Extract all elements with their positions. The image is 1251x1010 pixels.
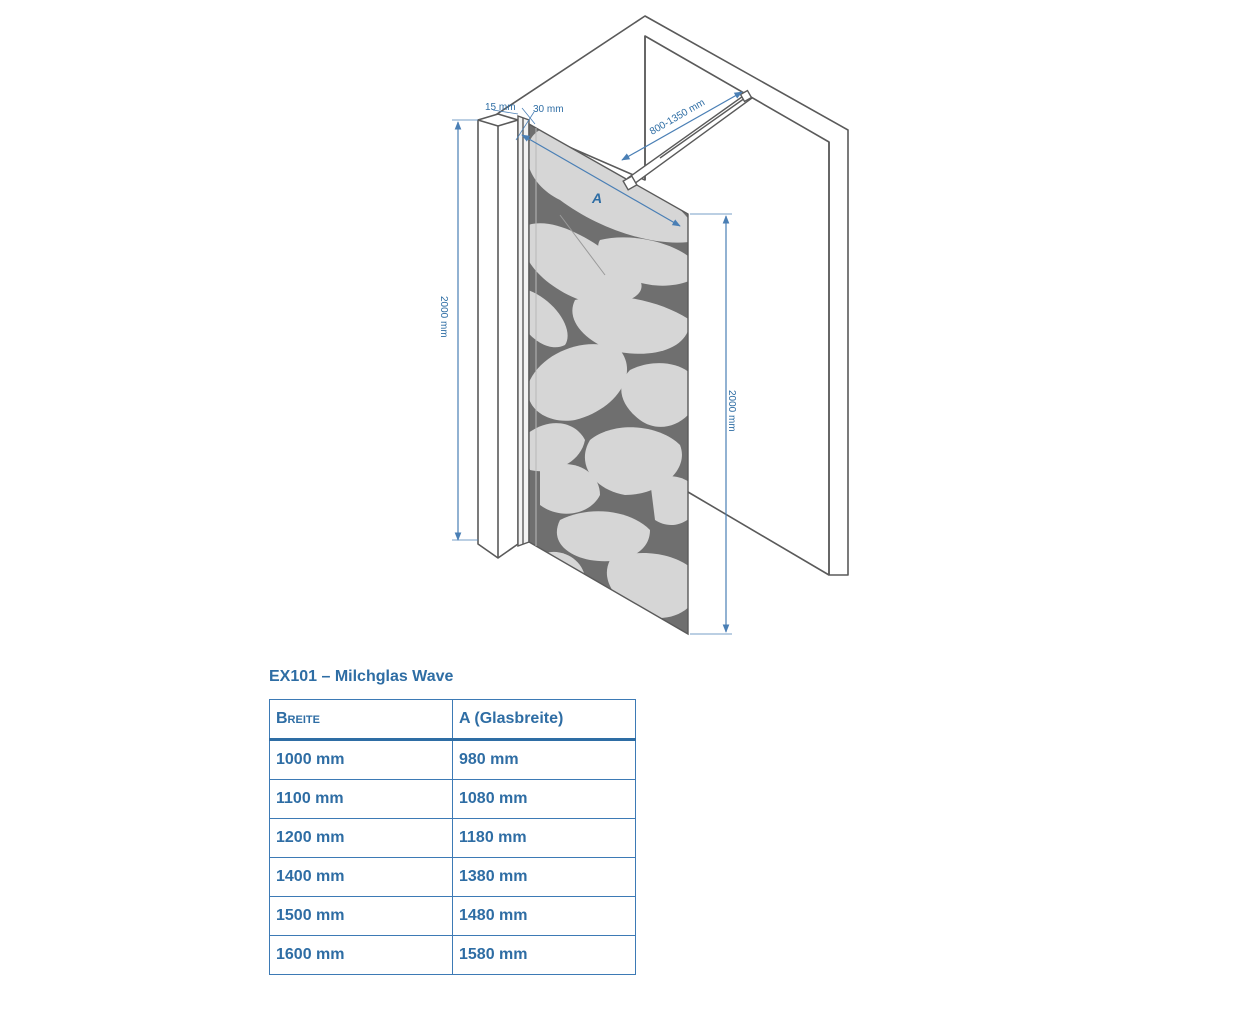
column-header-glass-width: A (Glasbreite) (452, 699, 636, 741)
glass-width-marker: A (591, 190, 602, 206)
dimension-lines (452, 91, 743, 635)
table-title: EX101 – Milchglas Wave (269, 668, 454, 685)
glass-width-cell: 1580 mm (452, 935, 636, 975)
glass-panel (528, 122, 689, 636)
size-table: Breite A (Glasbreite) 1000 mm 980 mm 110… (269, 699, 636, 975)
width-cell: 1100 mm (269, 779, 453, 819)
width-cell: 1600 mm (269, 935, 453, 975)
table-row: 1100 mm 1080 mm (269, 779, 636, 819)
width-cell: 1400 mm (269, 857, 453, 897)
right-height-label: 2000 mm (726, 390, 737, 432)
table-row: 1000 mm 980 mm (269, 739, 636, 780)
glass-width-cell: 1180 mm (452, 818, 636, 858)
shower-wall-diagram: 15 mm 30 mm 800-1350 mm A 2000 mm 2000 m… (438, 15, 849, 636)
wall-profile (517, 115, 530, 547)
table-row: 1200 mm 1180 mm (269, 818, 636, 858)
left-height-label: 2000 mm (438, 296, 449, 338)
table-header-row: Breite A (Glasbreite) (269, 699, 636, 741)
width-cell: 1200 mm (269, 818, 453, 858)
column-header-width: Breite (269, 699, 453, 741)
table-row: 1600 mm 1580 mm (269, 935, 636, 975)
wall-thickness-label: 15 mm (485, 102, 516, 113)
table-row: 1500 mm 1480 mm (269, 896, 636, 936)
width-cell: 1000 mm (269, 739, 453, 780)
glass-width-cell: 1380 mm (452, 857, 636, 897)
side-wall (477, 113, 519, 559)
glass-width-cell: 980 mm (452, 739, 636, 780)
glass-width-cell: 1080 mm (452, 779, 636, 819)
profile-depth-label: 30 mm (533, 104, 564, 115)
table-row: 1400 mm 1380 mm (269, 857, 636, 897)
glass-width-cell: 1480 mm (452, 896, 636, 936)
width-cell: 1500 mm (269, 896, 453, 936)
